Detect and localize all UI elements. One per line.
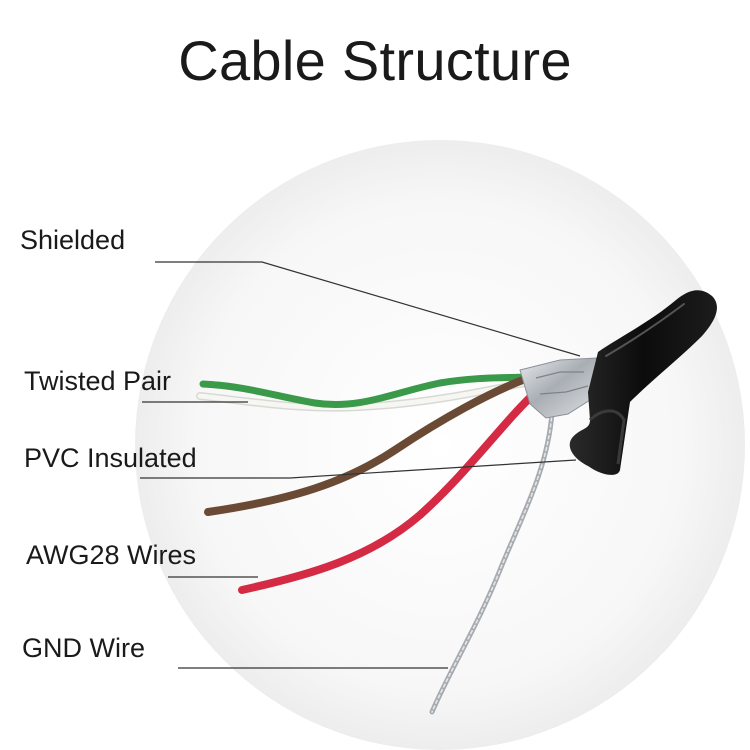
cable-jacket	[569, 290, 717, 475]
label-gnd-wire: GND Wire	[22, 633, 145, 663]
foil-shield-crease	[535, 371, 589, 395]
label-pvc-insulated: PVC Insulated	[24, 443, 197, 473]
label-shielded: Shielded	[20, 225, 126, 255]
cable-jacket-inner-lip	[588, 409, 626, 465]
white-wire-core	[197, 379, 533, 411]
leader-shielded	[155, 261, 581, 357]
label-twisted-pair: Twisted Pair	[24, 366, 172, 396]
green-wire	[199, 373, 532, 409]
brown-wire	[204, 374, 532, 516]
red-wire	[238, 388, 540, 594]
leader-pvc-insulated	[140, 459, 577, 479]
label-awg28-wires: AWG28 Wires	[26, 540, 197, 570]
leader-lines	[140, 261, 581, 669]
photo-circle	[135, 140, 745, 750]
diagram-title: Cable Structure	[178, 29, 572, 92]
cable-jacket-highlight	[605, 303, 685, 357]
